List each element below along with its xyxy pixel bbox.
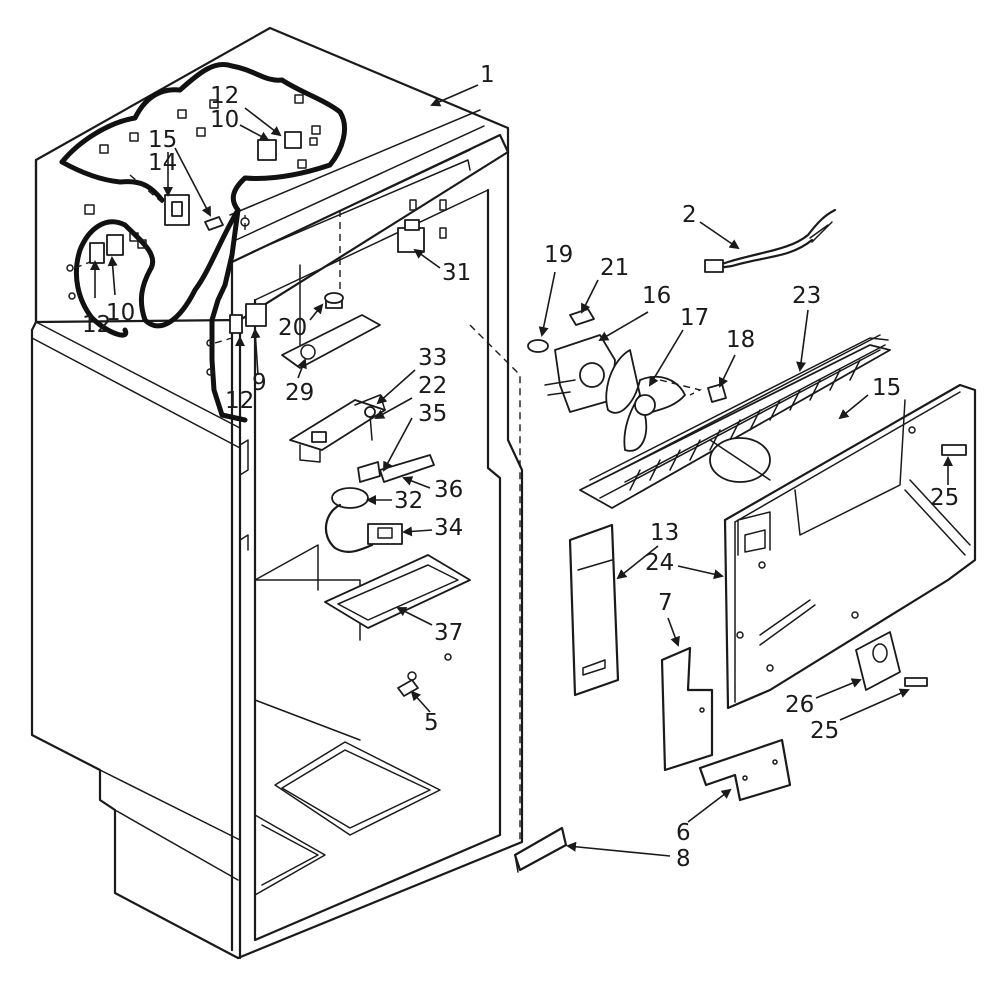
leader-lines bbox=[90, 84, 953, 857]
callout-15-right: 15 bbox=[872, 375, 901, 401]
callout-31: 31 bbox=[442, 260, 471, 286]
panel-7 bbox=[660, 646, 714, 772]
callout-22: 22 bbox=[418, 373, 447, 399]
callout-2: 2 bbox=[682, 202, 697, 228]
callout-15-left: 15 bbox=[148, 127, 177, 153]
callout-12-top: 12 bbox=[210, 83, 239, 109]
callout-21: 21 bbox=[600, 255, 629, 281]
switch-part-31 bbox=[397, 199, 447, 253]
callout-17: 17 bbox=[680, 305, 709, 331]
callout-25-top: 25 bbox=[930, 485, 959, 511]
callout-12-side: 12 bbox=[82, 312, 111, 338]
bracket-8 bbox=[513, 826, 568, 873]
callout-32: 32 bbox=[394, 488, 423, 514]
callout-13: 13 bbox=[650, 520, 679, 546]
callout-34: 34 bbox=[434, 515, 463, 541]
callout-36: 36 bbox=[434, 477, 463, 503]
callout-37: 37 bbox=[434, 620, 463, 646]
callout-25-bottom: 25 bbox=[810, 718, 839, 744]
wire-harness-top bbox=[59, 62, 347, 423]
callout-10-side: 10 bbox=[106, 300, 135, 326]
callout-20: 20 bbox=[278, 315, 307, 341]
callout-26: 26 bbox=[785, 692, 814, 718]
callout-9: 9 bbox=[252, 370, 267, 396]
callout-7: 7 bbox=[658, 590, 673, 616]
callout-labels: 1 2 12 10 15 14 12 10 12 9 31 20 29 33 2… bbox=[82, 62, 959, 872]
callout-12-front: 12 bbox=[225, 388, 254, 414]
callout-24: 24 bbox=[645, 550, 674, 576]
air-diffuser-23 bbox=[579, 334, 891, 509]
callout-1: 1 bbox=[480, 62, 495, 88]
callout-18: 18 bbox=[726, 327, 755, 353]
callout-29: 29 bbox=[285, 380, 314, 406]
callout-19: 19 bbox=[544, 242, 573, 268]
wire-lead-2 bbox=[704, 208, 837, 273]
light-assembly bbox=[281, 292, 471, 697]
fan-motor-assembly bbox=[527, 308, 727, 452]
callout-16: 16 bbox=[642, 283, 671, 309]
evaporator-cover-24 bbox=[723, 383, 977, 710]
callout-10-top: 10 bbox=[210, 107, 239, 133]
panel-13 bbox=[568, 523, 620, 697]
callout-6: 6 bbox=[676, 820, 691, 846]
callout-23: 23 bbox=[792, 283, 821, 309]
callout-14: 14 bbox=[148, 150, 177, 176]
panel-6 bbox=[698, 738, 792, 802]
callout-33: 33 bbox=[418, 345, 447, 371]
callout-5: 5 bbox=[424, 710, 439, 736]
cabinet-body bbox=[30, 26, 524, 960]
callout-8: 8 bbox=[676, 846, 691, 872]
callout-35: 35 bbox=[418, 401, 447, 427]
